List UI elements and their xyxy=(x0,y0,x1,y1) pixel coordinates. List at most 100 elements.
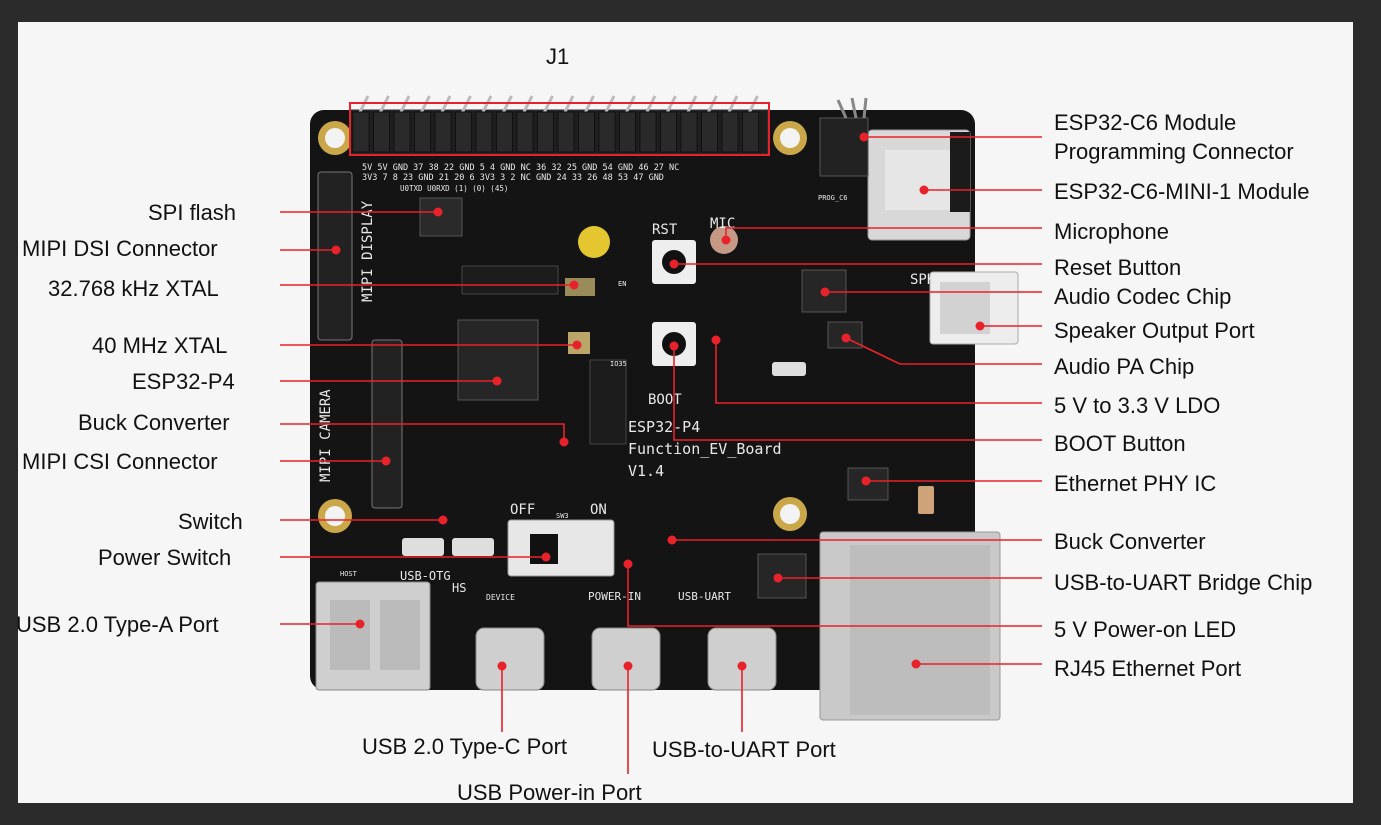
silk-usb-otg: USB-OTG xyxy=(400,569,451,583)
spi-flash-label: SPI flash xyxy=(148,200,237,225)
audio-pa-label: Audio PA Chip xyxy=(1054,354,1195,379)
ldo-label: 5 V to 3.3 V LDO xyxy=(1054,393,1221,418)
silk-io35: IO35 xyxy=(610,360,627,368)
j1-pin-housing xyxy=(598,111,616,153)
j1-pin-housing xyxy=(680,111,698,153)
silk-board-name-1: ESP32-P4 xyxy=(628,418,700,436)
eth-phy-callout-dot xyxy=(861,476,871,486)
c6-prog-callout-dot xyxy=(859,132,869,142)
silk-device: DEVICE xyxy=(486,593,515,602)
j1-pin-housing xyxy=(557,111,575,153)
buck-converter-left-label: Buck Converter xyxy=(78,410,230,435)
silk-hs: HS xyxy=(452,581,466,595)
esp32-p4-callout-dot xyxy=(492,376,502,386)
buck-converter-right-label: Buck Converter xyxy=(1054,529,1206,554)
silk-on: ON xyxy=(590,502,607,518)
switch-label: Switch xyxy=(178,509,243,534)
usb-typea-port-callout-dot xyxy=(355,619,365,629)
silk-usb-uart: USB-UART xyxy=(678,590,731,603)
boot-button-label: BOOT Button xyxy=(1054,431,1186,456)
silk-boot: BOOT xyxy=(648,392,682,408)
power-switch-label: Power Switch xyxy=(98,545,232,570)
silk-off: OFF xyxy=(510,502,535,518)
c6-module-label: ESP32-C6-MINI-1 Module xyxy=(1054,179,1310,204)
silk-mipi-camera: MIPI CAMERA xyxy=(318,389,334,482)
usb-uart-bridge-label: USB-to-UART Bridge Chip xyxy=(1054,570,1313,595)
power-led-callout-dot xyxy=(623,559,633,569)
gpio-header xyxy=(461,265,559,295)
ldo-callout-dot xyxy=(711,335,721,345)
usb-typec-port-label: USB 2.0 Type-C Port xyxy=(362,734,568,759)
j1-header xyxy=(349,95,770,156)
esp32-p4-chip xyxy=(457,319,539,401)
usb-power-in-callout-dot xyxy=(623,661,633,671)
silk-rst: RST xyxy=(652,222,678,238)
buck-converter-left-callout-dot xyxy=(559,437,569,447)
silk-en: EN xyxy=(618,280,626,288)
silk-pin-row-extra: U0TXD U0RXD (1) (0) (45) xyxy=(400,184,508,193)
speaker-port-callout-dot xyxy=(975,321,985,331)
mipi-dsi-connector-callout-dot xyxy=(331,245,341,255)
rj45-callout-dot xyxy=(911,659,921,669)
j1-pin-housing xyxy=(537,111,554,153)
silk-mipi-display: MIPI DISPLAY xyxy=(360,200,376,302)
j1-pin-housing xyxy=(496,111,513,153)
microphone-callout-dot xyxy=(721,235,731,245)
c6-module-callout-dot xyxy=(919,185,929,195)
mipi-dsi-connector-label: MIPI DSI Connector xyxy=(22,236,218,261)
buck-converter-left-callout-line xyxy=(280,423,565,442)
xtal-32k-part xyxy=(565,278,595,296)
power-switch-body xyxy=(507,519,615,577)
power-led-label: 5 V Power-on LED xyxy=(1054,617,1237,642)
j1-pin-housing xyxy=(578,111,595,153)
j1-label: J1 xyxy=(546,44,570,69)
silk-mic: MIC xyxy=(710,216,735,232)
j1-pin-housing xyxy=(393,111,411,153)
usb-uart-port-label: USB-to-UART Port xyxy=(652,737,836,762)
j1-pin-housing xyxy=(619,111,636,153)
j1-pin-housing xyxy=(352,111,370,153)
boot-button-callout-line xyxy=(673,346,1042,441)
logo xyxy=(578,226,610,258)
switch-callout-dot xyxy=(438,515,448,525)
esp32-p4-label: ESP32-P4 xyxy=(132,369,235,394)
rj45-label: RJ45 Ethernet Port xyxy=(1054,656,1242,681)
silk-prog-c6: PROG_C6 xyxy=(818,194,848,202)
ldo-callout-line xyxy=(715,340,1042,404)
audio-codec-callout-dot xyxy=(820,287,830,297)
audio-codec-label: Audio Codec Chip xyxy=(1054,284,1232,309)
reset-button-callout-dot xyxy=(669,259,679,269)
mipi-csi-connector-label: MIPI CSI Connector xyxy=(22,449,218,474)
speaker-port-label: Speaker Output Port xyxy=(1054,318,1255,343)
j1-pin-housing xyxy=(701,111,718,153)
xtal-40m-callout-dot xyxy=(572,340,582,350)
silk-pin-row-top: 5V 5V GND 37 38 22 GND 5 4 GND NC 36 32 … xyxy=(362,163,679,173)
j1-pin-housing xyxy=(414,111,431,153)
j1-pin-housing xyxy=(639,111,657,153)
usb-power-in-label: USB Power-in Port xyxy=(457,780,642,805)
silk-spk: SPK xyxy=(910,272,936,288)
mipi-csi-connector-callout-dot xyxy=(381,456,391,466)
silk-power-in: POWER-IN xyxy=(588,590,641,603)
j1-pin-housing xyxy=(660,111,677,153)
silk-host: HOST xyxy=(340,570,358,578)
spi-flash-callout-dot xyxy=(433,207,443,217)
mounting-holes xyxy=(318,121,807,533)
spi-flash-chip xyxy=(419,197,463,237)
xtal-32k-callout-dot xyxy=(569,280,579,290)
j1-pin-housing xyxy=(434,111,452,153)
prog-c6-connector xyxy=(819,117,869,177)
silk-board-name-2: Function_EV_Board xyxy=(628,440,782,458)
power-led-callout-line xyxy=(627,564,1042,627)
boot-button-callout-dot xyxy=(669,341,679,351)
xtal-40m-label: 40 MHz XTAL xyxy=(92,333,228,358)
usb-uart-bridge-callout-dot xyxy=(773,573,783,583)
silk-board-version: V1.4 xyxy=(628,462,664,480)
audio-pa-callout-dot xyxy=(841,333,851,343)
eth-phy-label: Ethernet PHY IC xyxy=(1054,471,1217,496)
audio-pa-callout-line xyxy=(845,337,1042,365)
j1-pin-housing xyxy=(742,111,759,153)
usb-typea-port-label: USB 2.0 Type-A Port xyxy=(16,612,219,637)
c6-antenna xyxy=(950,132,970,212)
j1-pin-housing xyxy=(475,111,493,153)
